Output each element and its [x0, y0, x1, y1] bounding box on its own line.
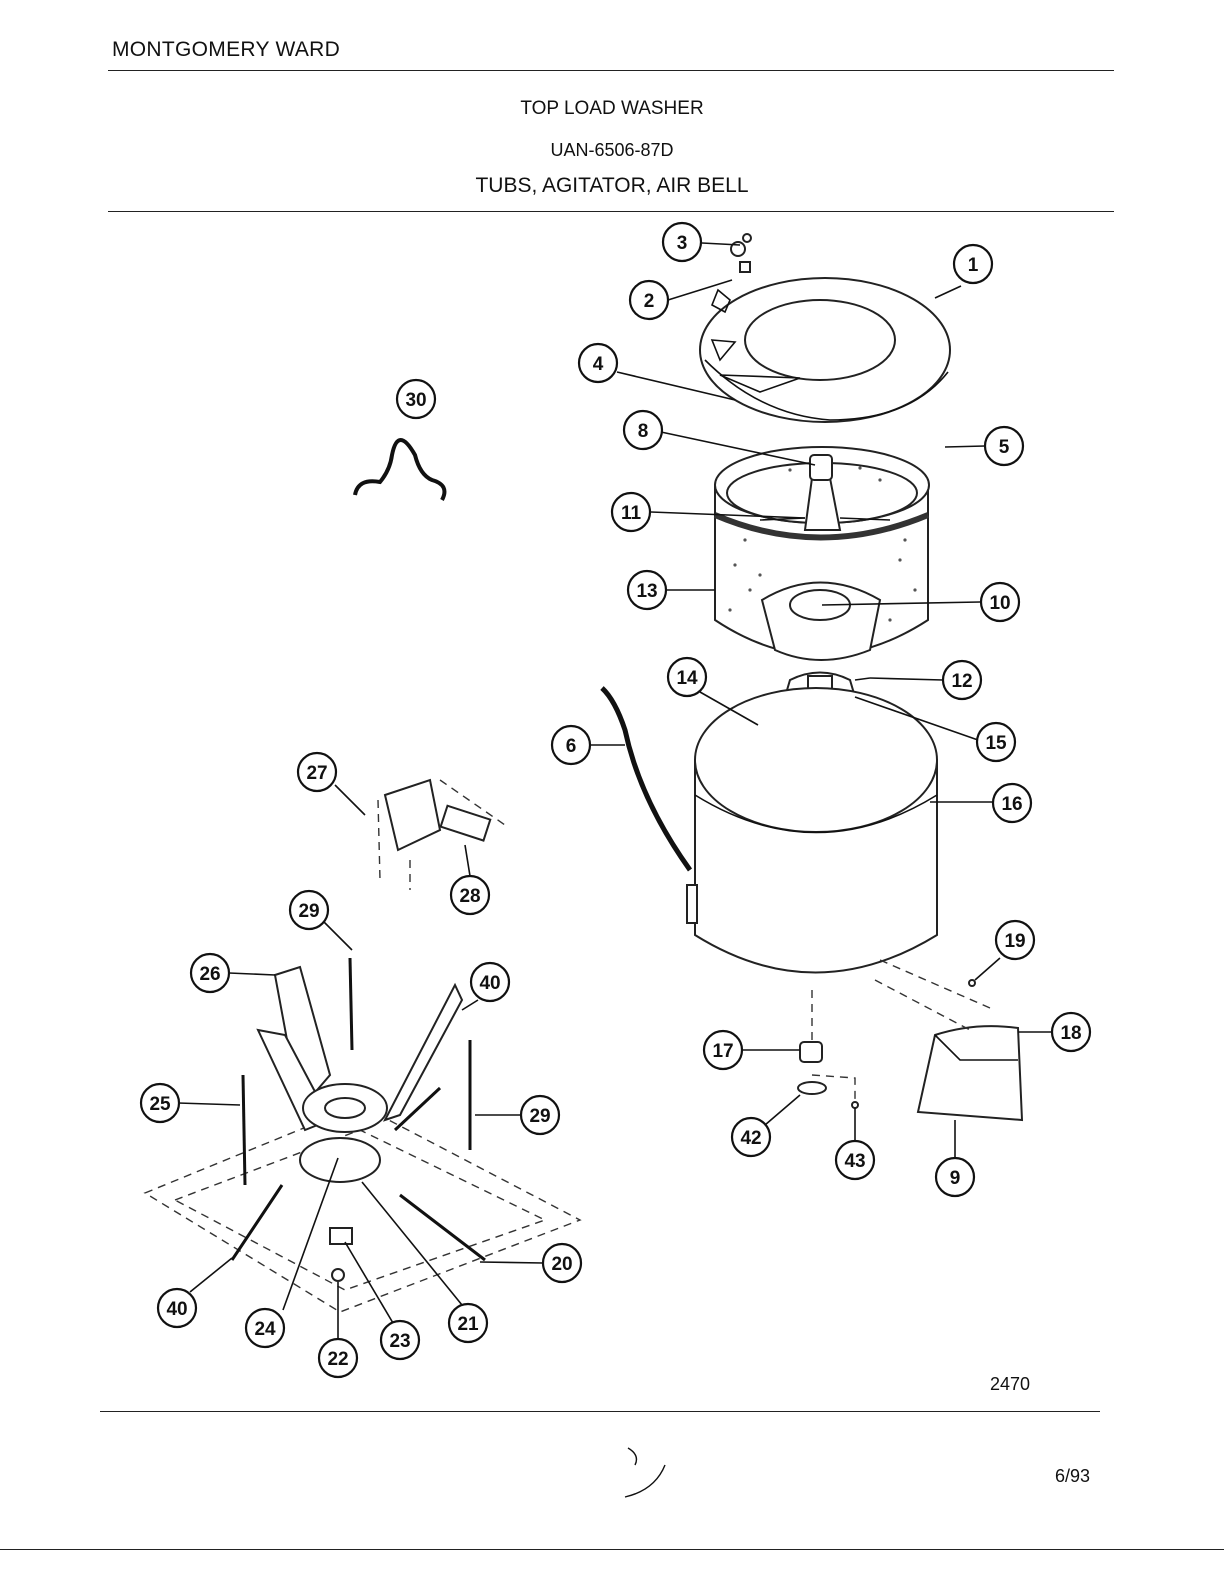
leader-lines	[177, 242, 1052, 1340]
header-rule	[108, 70, 1114, 71]
model-number: UAN-6506-87D	[550, 140, 674, 160]
callout-label: 29	[529, 1106, 550, 1127]
outer-tub	[686, 687, 938, 974]
page-bottom-rule	[0, 1549, 1224, 1550]
callout-17: 17	[702, 1029, 744, 1071]
hinge-bracket	[377, 778, 506, 890]
product-title: TOP LOAD WASHER	[520, 98, 704, 119]
callout-22: 22	[317, 1337, 359, 1379]
tub-ring	[699, 277, 951, 423]
callout-label: 11	[621, 503, 642, 524]
callout-label: 42	[740, 1128, 761, 1149]
callout-30: 30	[395, 378, 437, 420]
callout-23: 23	[379, 1319, 421, 1361]
callout-label: 24	[254, 1319, 276, 1340]
callout-label: 40	[479, 973, 500, 994]
callout-4: 4	[577, 342, 619, 384]
callout-24: 24	[244, 1307, 286, 1349]
fastener-parts-2-3	[730, 233, 752, 273]
callout-16: 16	[991, 782, 1033, 824]
callout-25: 25	[139, 1082, 181, 1124]
pump-bracket	[874, 959, 1024, 1122]
callout-label: 22	[327, 1349, 348, 1370]
callout-label: 23	[389, 1331, 410, 1352]
callout-10: 10	[979, 581, 1021, 623]
callout-21: 21	[447, 1302, 489, 1344]
callout-label: 26	[199, 964, 220, 985]
callout-27: 27	[296, 751, 338, 793]
date-code: 6/93	[1055, 1466, 1091, 1486]
callout-5: 5	[983, 425, 1025, 467]
callout-label: 14	[676, 668, 698, 689]
callout-label: 25	[149, 1094, 171, 1115]
callout-19: 19	[994, 919, 1036, 961]
callout-label: 29	[298, 901, 319, 922]
callout-label: 43	[844, 1151, 865, 1172]
base-suspension	[143, 957, 582, 1313]
callout-label: 12	[951, 671, 972, 692]
callout-42: 42	[730, 1116, 772, 1158]
title-rule	[108, 211, 1114, 212]
callout-label: 13	[636, 581, 657, 602]
callout-label: 20	[551, 1254, 572, 1275]
callout-9: 9	[934, 1156, 976, 1198]
callout-28: 28	[449, 874, 491, 916]
callout-1: 1	[952, 243, 994, 285]
callout-label: 40	[166, 1299, 187, 1320]
callout-26: 26	[189, 952, 231, 994]
callout-label: 19	[1004, 931, 1025, 952]
pump-assembly	[797, 990, 859, 1109]
brand-name: MONTGOMERY WARD	[112, 38, 341, 61]
callout-label: 2	[644, 291, 655, 312]
callout-43: 43	[834, 1139, 876, 1181]
callout-15: 15	[975, 721, 1017, 763]
callout-label: 9	[950, 1168, 961, 1189]
callout-11: 11	[610, 491, 652, 533]
callout-3: 3	[661, 221, 703, 263]
callout-label: 15	[985, 733, 1007, 754]
callout-29-lower: 29	[519, 1094, 561, 1136]
callout-label: 1	[968, 255, 979, 276]
callout-label: 16	[1001, 794, 1022, 815]
callout-label: 21	[457, 1314, 479, 1335]
callout-2: 2	[628, 279, 670, 321]
spin-basket	[713, 446, 930, 661]
callout-40-lower: 40	[156, 1287, 198, 1329]
callout-label: 30	[405, 390, 426, 411]
callout-label: 3	[677, 233, 688, 254]
callout-20: 20	[541, 1242, 583, 1284]
callout-label: 4	[593, 354, 604, 375]
wire-clip	[353, 438, 447, 501]
footer-rule	[100, 1411, 1100, 1412]
callout-18: 18	[1050, 1011, 1092, 1053]
section-title: TUBS, AGITATOR, AIR BELL	[475, 174, 749, 197]
callout-13: 13	[626, 569, 668, 611]
callout-6: 6	[550, 724, 592, 766]
handwritten-mark	[624, 1447, 666, 1498]
callout-8: 8	[622, 409, 664, 451]
callout-14: 14	[666, 656, 708, 698]
hose	[600, 686, 693, 872]
callout-12: 12	[941, 659, 983, 701]
callout-label: 18	[1060, 1023, 1081, 1044]
callout-40-upper: 40	[469, 961, 511, 1003]
callout-29-upper: 29	[288, 889, 330, 931]
callout-label: 6	[566, 736, 577, 757]
callout-label: 28	[459, 886, 480, 907]
drawing-number: 2470	[990, 1374, 1031, 1394]
callout-label: 5	[999, 437, 1010, 458]
callout-label: 27	[306, 763, 327, 784]
callout-label: 10	[989, 593, 1010, 614]
callout-label: 8	[638, 421, 649, 442]
callout-label: 17	[712, 1041, 733, 1062]
